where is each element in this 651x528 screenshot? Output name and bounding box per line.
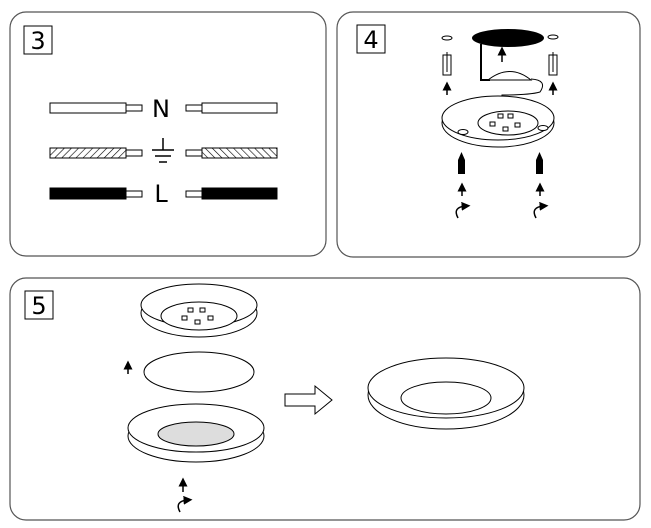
trim-ring [127, 403, 265, 463]
step-4-panel: 4 [336, 11, 641, 258]
step-number: 4 [363, 26, 378, 54]
neutral-wire-pair: N [49, 95, 278, 123]
rotate-arrow-icon [177, 495, 193, 513]
live-wire-pair: L [49, 180, 278, 208]
screw-hole [441, 35, 453, 41]
driver-box [486, 71, 533, 81]
step-number: 5 [31, 292, 46, 320]
earth-wire-pair [49, 138, 278, 163]
ceiling-hole [472, 29, 544, 47]
rotate-arrow-icon [533, 201, 549, 219]
assembled-light [367, 357, 525, 430]
ground-symbol-icon [152, 138, 174, 163]
step-number: 3 [30, 27, 45, 55]
wall-plug-icon [442, 52, 558, 76]
fixture-cable [500, 78, 543, 103]
neutral-label: N [152, 95, 170, 123]
result-arrow-icon [284, 384, 333, 416]
step-number-box [23, 25, 53, 55]
light-fixture [140, 283, 258, 338]
rotate-arrow-icon [455, 201, 471, 219]
step-5-panel: 5 [9, 277, 641, 521]
diffuser-disc [143, 351, 255, 393]
step-3-panel: 3 N L [9, 11, 327, 257]
mains-cable [480, 44, 490, 81]
screw-icon [458, 152, 543, 174]
live-label: L [154, 180, 168, 208]
light-fixture [441, 95, 555, 148]
screw-hole [547, 34, 559, 40]
